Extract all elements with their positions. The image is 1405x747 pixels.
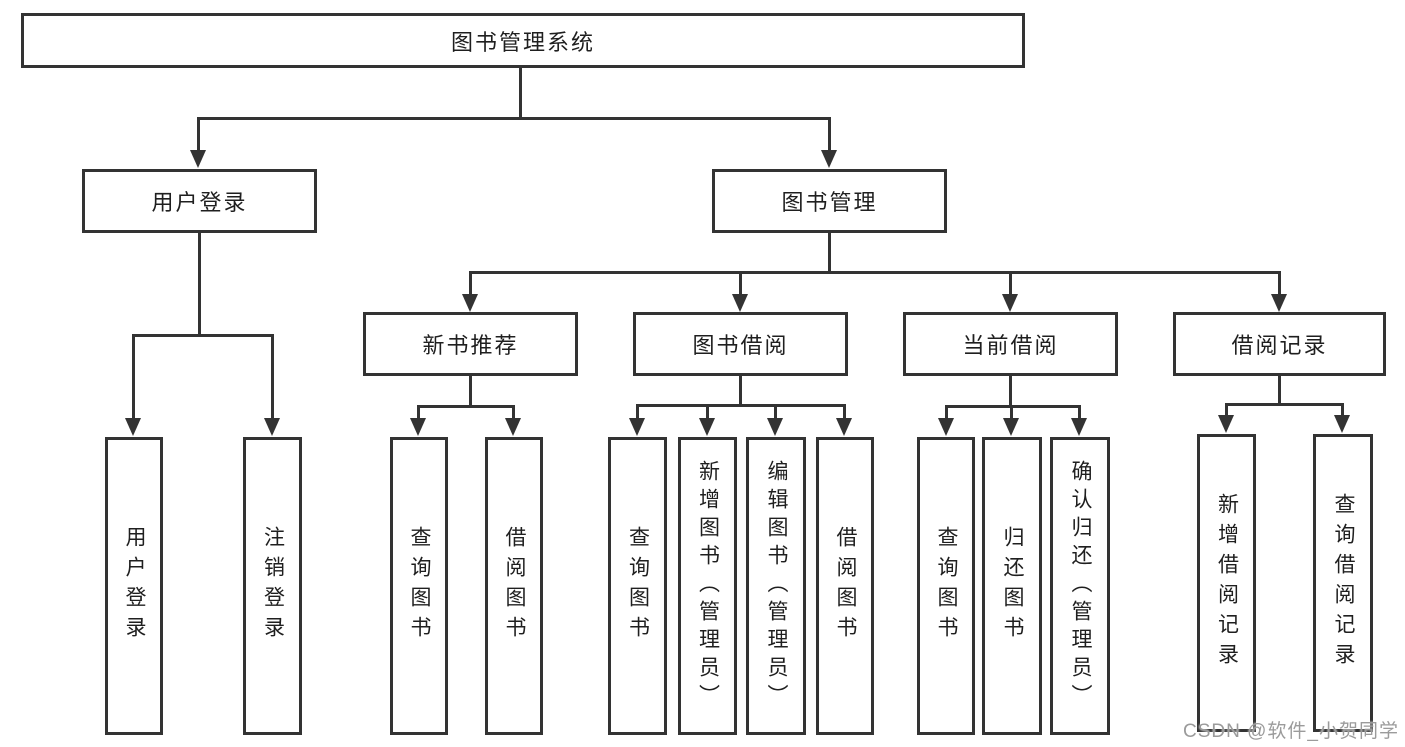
leaf-nb-borrow-books-label: 借阅图书: [503, 526, 526, 646]
connector-root-bar: [197, 117, 831, 120]
node-root-label: 图书管理系统: [450, 29, 595, 55]
node-user-login-label: 用户登录: [151, 190, 248, 215]
connector-records-stem: [1278, 376, 1281, 405]
leaf-user-login-label: 用户登录: [123, 526, 146, 646]
connector-to-bb-add: [706, 404, 709, 419]
leaf-bb-borrow-books-label: 借阅图书: [834, 526, 857, 646]
leaf-logout-label: 注销登录: [261, 526, 285, 646]
arrowhead-rec-add: [1218, 415, 1234, 433]
node-book-borrow: 图书借阅: [633, 312, 848, 376]
leaf-rec-add-record-label: 新增借阅记录: [1215, 493, 1239, 673]
arrowhead-book-mgmt: [821, 150, 837, 168]
connector-to-rec-add: [1225, 403, 1228, 416]
leaf-nb-borrow-books: 借阅图书: [485, 437, 543, 735]
connector-to-user-login: [197, 117, 200, 152]
connector-userlogin-bar: [132, 334, 274, 337]
node-book-borrow-label: 图书借阅: [692, 333, 789, 358]
arrowhead-nb-query: [410, 418, 426, 436]
node-borrow-records: 借阅记录: [1173, 312, 1386, 376]
node-new-book: 新书推荐: [363, 312, 578, 376]
connector-newbook-stem: [469, 376, 472, 407]
arrowhead-bb-add: [699, 418, 715, 436]
connector-to-nb-query: [417, 405, 420, 419]
arrowhead-bb-edit: [767, 418, 783, 436]
arrowhead-cb-return: [1003, 418, 1019, 436]
connector-to-book-borrow: [739, 271, 742, 295]
leaf-cb-confirm-return: 确认归还（管理员）: [1050, 437, 1110, 735]
arrowhead-cb-query: [938, 418, 954, 436]
leaf-bb-add-books: 新增图书（管理员）: [678, 437, 737, 735]
connector-to-cb-query: [945, 405, 948, 419]
arrowhead-leaf-login: [125, 418, 141, 436]
connector-records-bar: [1225, 403, 1344, 406]
leaf-nb-query-books: 查询图书: [390, 437, 448, 735]
leaf-user-login: 用户登录: [105, 437, 163, 735]
arrowhead-nb-borrow: [505, 418, 521, 436]
leaf-bb-edit-books-label: 编辑图书（管理员）: [765, 460, 788, 712]
leaf-rec-query-record-label: 查询借阅记录: [1332, 493, 1355, 673]
connector-to-leaf-logout: [271, 334, 274, 419]
arrowhead-new-book: [462, 294, 478, 312]
arrowhead-current-borrow: [1002, 294, 1018, 312]
leaf-cb-query-books: 查询图书: [917, 437, 975, 735]
connector-to-bb-query: [636, 404, 639, 419]
connector-bookborrow-stem: [739, 376, 742, 406]
connector-to-cb-confirm: [1078, 405, 1081, 419]
node-borrow-records-label: 借阅记录: [1231, 333, 1328, 358]
connector-bookmgmt-stem: [828, 233, 831, 274]
leaf-bb-query-books-label: 查询图书: [626, 526, 650, 646]
leaf-bb-query-books: 查询图书: [608, 437, 667, 735]
connector-bookborrow-bar: [636, 404, 846, 407]
node-current-borrow: 当前借阅: [903, 312, 1118, 376]
connector-to-leaf-login: [132, 334, 135, 419]
connector-currentborrow-bar: [945, 405, 1081, 408]
arrowhead-rec-query: [1334, 415, 1350, 433]
connector-bookmgmt-bar: [469, 271, 1281, 274]
arrowhead-borrow-records: [1271, 294, 1287, 312]
node-current-borrow-label: 当前借阅: [962, 333, 1059, 358]
connector-to-new-book: [469, 271, 472, 295]
leaf-bb-edit-books: 编辑图书（管理员）: [746, 437, 806, 735]
connector-root-stem: [519, 68, 522, 120]
connector-currentborrow-stem: [1009, 376, 1012, 407]
leaf-bb-add-books-label: 新增图书（管理员）: [696, 460, 720, 712]
leaf-bb-borrow-books: 借阅图书: [816, 437, 874, 735]
node-book-mgmt: 图书管理: [712, 169, 947, 233]
connector-to-nb-borrow: [512, 405, 515, 419]
connector-to-cb-return: [1010, 405, 1013, 419]
leaf-logout: 注销登录: [243, 437, 302, 735]
leaf-rec-add-record: 新增借阅记录: [1197, 434, 1256, 732]
connector-to-book-mgmt: [828, 117, 831, 152]
arrowhead-bb-query: [629, 418, 645, 436]
leaf-cb-confirm-return-label: 确认归还（管理员）: [1069, 460, 1092, 712]
connector-to-rec-query: [1341, 403, 1344, 416]
node-user-login: 用户登录: [82, 169, 317, 233]
connector-to-borrow-records: [1278, 271, 1281, 295]
leaf-nb-query-books-label: 查询图书: [408, 526, 431, 646]
node-root: 图书管理系统: [21, 13, 1025, 68]
connector-newbook-bar: [417, 405, 515, 408]
arrowhead-bb-borrow: [836, 418, 852, 436]
leaf-cb-return-books-label: 归还图书: [1001, 526, 1024, 646]
arrowhead-cb-confirm: [1071, 418, 1087, 436]
leaf-rec-query-record: 查询借阅记录: [1313, 434, 1373, 732]
arrowhead-book-borrow: [732, 294, 748, 312]
node-new-book-label: 新书推荐: [422, 333, 519, 358]
watermark: CSDN @软件_小贺同学: [1183, 721, 1399, 742]
connector-to-bb-edit: [774, 404, 777, 419]
connector-to-current-borrow: [1009, 271, 1012, 295]
arrowhead-user-login: [190, 150, 206, 168]
arrowhead-leaf-logout: [264, 418, 280, 436]
connector-userlogin-stem: [198, 233, 201, 336]
leaf-cb-query-books-label: 查询图书: [935, 526, 958, 646]
leaf-cb-return-books: 归还图书: [982, 437, 1042, 735]
node-book-mgmt-label: 图书管理: [781, 190, 878, 215]
connector-to-bb-borrow: [843, 404, 846, 419]
